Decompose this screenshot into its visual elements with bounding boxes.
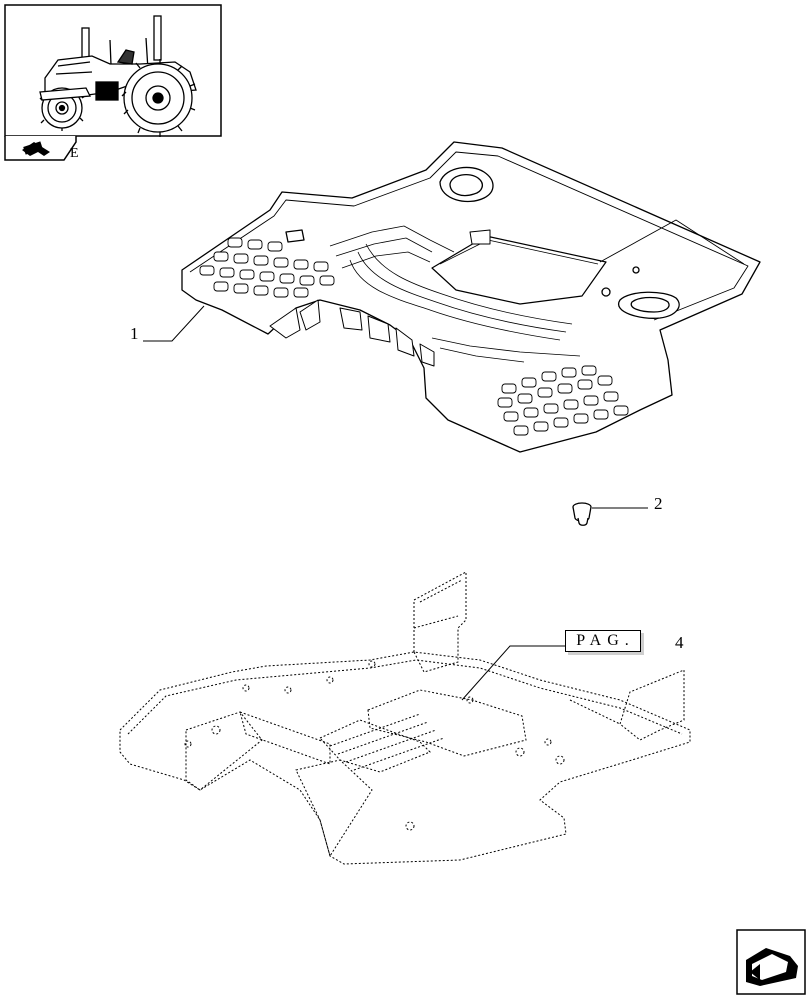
arrow-page-icon bbox=[22, 141, 50, 156]
next-page-arrow-icon[interactable] bbox=[736, 929, 806, 995]
callout-part-2: 2 bbox=[654, 494, 663, 513]
left-tread-grid bbox=[199, 237, 335, 298]
leader-line-1 bbox=[143, 305, 205, 342]
leader-line-pag bbox=[461, 645, 565, 701]
plug-part bbox=[572, 502, 592, 526]
right-tread-grid bbox=[497, 365, 629, 436]
page-reference-label: PAG. bbox=[565, 630, 641, 652]
tractor-icon bbox=[39, 15, 197, 137]
floor-mat-part bbox=[181, 141, 761, 453]
callout-part-1: 1 bbox=[130, 324, 139, 343]
thumbnail-tab: E bbox=[4, 136, 79, 161]
tab-letter: E bbox=[70, 146, 79, 161]
tractor-thumbnail bbox=[4, 4, 222, 137]
page-reference-number: 4 bbox=[675, 633, 684, 652]
cab-frame-reference bbox=[119, 571, 691, 865]
